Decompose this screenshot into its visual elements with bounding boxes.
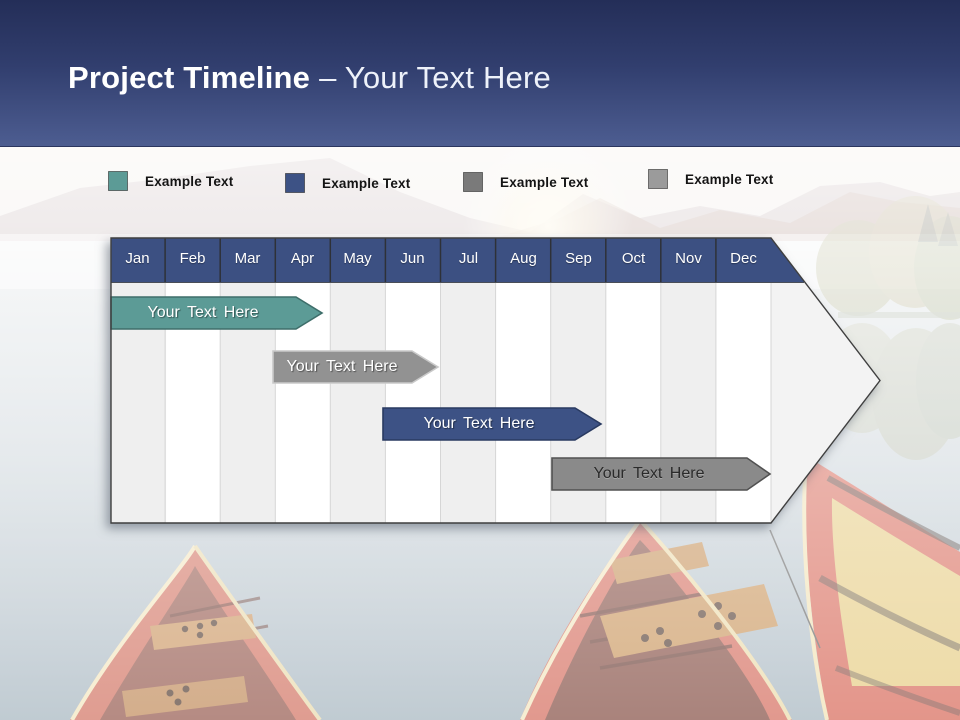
legend-swatch-gray (648, 169, 668, 189)
title-band: Project Timeline– Your Text Here (0, 0, 960, 147)
legend-label: Example Text (500, 174, 589, 190)
timeline-panel-graphic (110, 237, 881, 524)
legend-swatch-teal (108, 171, 128, 191)
legend-label: Example Text (145, 173, 234, 189)
title-bold: Project Timeline (68, 60, 311, 95)
legend-item-1[interactable]: Example Text (108, 170, 233, 192)
gantt-bar-3-label[interactable]: Your Text Here (423, 415, 535, 432)
panel-outline (110, 237, 881, 524)
month-cell-apr[interactable]: Apr (290, 250, 315, 267)
timeline-panel: Jan Feb Mar Apr May Jun Jul Aug Sep Oct … (110, 237, 882, 524)
header-dividers (111, 238, 804, 283)
gantt-bar-2-shape[interactable] (272, 350, 440, 384)
legend-label: Example Text (322, 175, 411, 191)
legend-item-2[interactable]: Example Text (285, 172, 410, 194)
gantt-bar-2-label[interactable]: Your Text Here (286, 358, 398, 375)
month-cell-mar[interactable]: Mar (234, 250, 261, 267)
legend-swatch-darkgray (463, 172, 483, 192)
month-cell-nov[interactable]: Nov (675, 250, 702, 267)
legend-item-3[interactable]: Example Text (463, 171, 588, 193)
legend-label: Example Text (685, 171, 774, 187)
gantt-bar-4-label[interactable]: Your Text Here (593, 465, 705, 482)
month-cell-jun[interactable]: Jun (400, 250, 425, 267)
gantt-bar-3-shape[interactable] (382, 407, 603, 441)
legend-swatch-blue (285, 173, 305, 193)
page-title[interactable]: Project Timeline– Your Text Here (68, 60, 551, 96)
month-cell-sep[interactable]: Sep (565, 250, 592, 267)
legend-item-4[interactable]: Example Text (648, 168, 773, 190)
month-header-band (111, 238, 805, 282)
month-cell-oct[interactable]: Oct (621, 250, 646, 267)
month-cell-jul[interactable]: Jul (458, 250, 479, 267)
month-cell-aug[interactable]: Aug (510, 250, 537, 267)
gantt-bar-4-shape[interactable] (551, 457, 772, 491)
month-cell-dec[interactable]: Dec (730, 250, 757, 267)
month-cell-may[interactable]: May (343, 250, 372, 267)
title-rest: – Your Text Here (319, 60, 551, 95)
month-cell-jan[interactable]: Jan (125, 250, 150, 267)
month-cell-feb[interactable]: Feb (179, 250, 206, 267)
gantt-bar-1-label[interactable]: Your Text Here (147, 304, 259, 321)
